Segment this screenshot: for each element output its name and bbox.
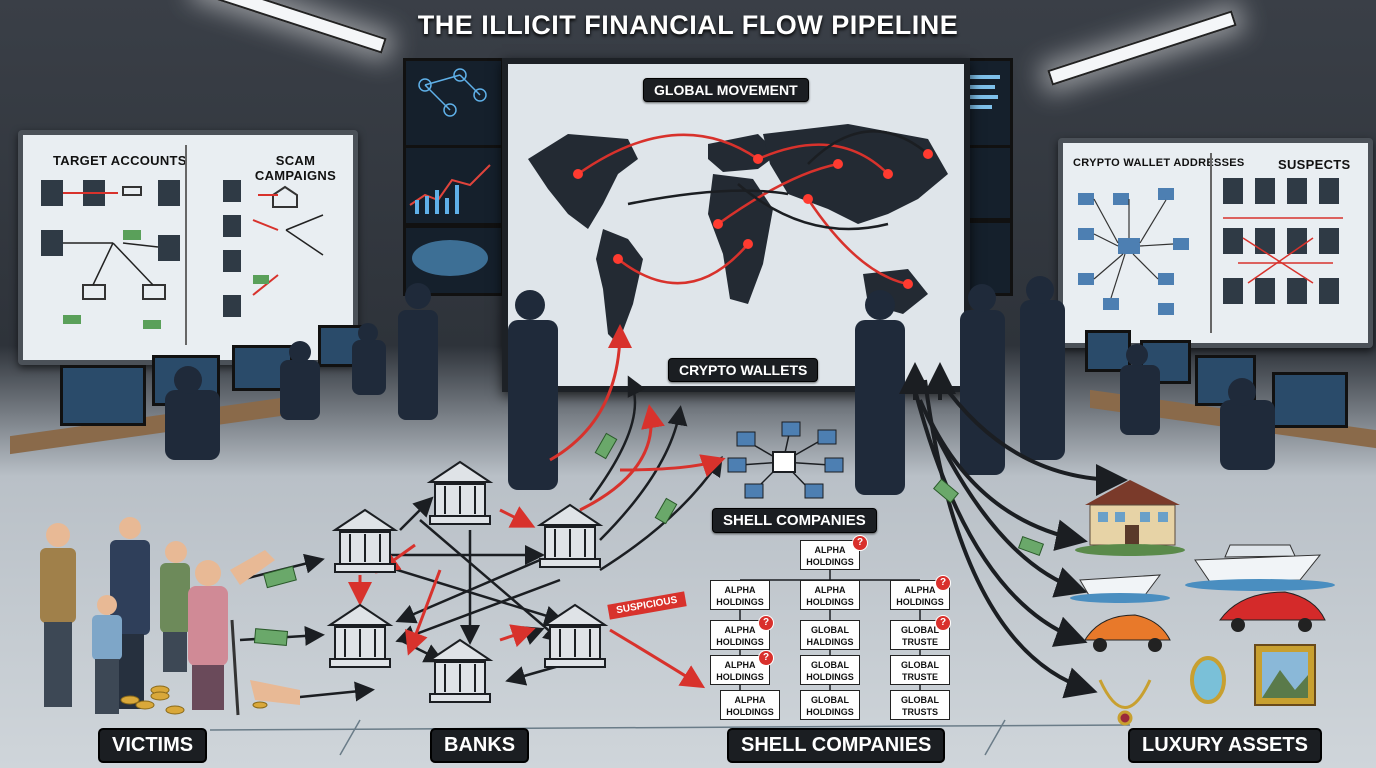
org-box-label: GLOBAL HOLDINGS: [806, 695, 854, 717]
scam-campaigns-heading: SCAM CAMPAIGNS: [254, 153, 337, 183]
right-side-monitor-1: [962, 58, 1013, 149]
global-movement-label: GLOBAL MOVEMENT: [643, 78, 809, 102]
org-box-label: GLOBAL HALDINGS: [806, 625, 854, 647]
question-icon: ?: [935, 615, 951, 631]
org-box: ALPHA HOLDINGS: [710, 580, 770, 610]
sports-car-icon-red: [1219, 591, 1326, 632]
speedboat-icon: [1070, 574, 1170, 603]
stage-shell-companies-label: SHELL COMPANIES: [727, 728, 946, 763]
org-box-top: ALPHA HOLDINGS: [800, 540, 860, 570]
mansion-icon: [1075, 480, 1185, 556]
org-box-label: ALPHA HOLDINGS: [716, 585, 764, 607]
org-box: GLOBAL HOLDINGS: [800, 655, 860, 685]
org-box: GLOBAL TRUSTE: [890, 655, 950, 685]
question-icon: ?: [852, 535, 868, 551]
org-box-label: ALPHA HOLDINGS: [716, 660, 764, 682]
question-icon: ?: [935, 575, 951, 591]
necklace-icon: [1098, 679, 1152, 726]
shell-company-org-chart: ALPHA HOLDINGS ? ALPHA HOLDINGS ALPHA HO…: [700, 535, 960, 720]
org-box-label: GLOBAL TRUSTE: [901, 660, 939, 682]
left-board-network: [41, 145, 324, 345]
desk-monitor-5: [1272, 372, 1348, 428]
page-title: THE ILLICIT FINANCIAL FLOW PIPELINE: [417, 10, 959, 40]
org-box: ALPHA HOLDINGS: [800, 580, 860, 610]
right-whiteboard: CRYPTO WALLET ADDRESSES SUSPECTS: [1058, 138, 1373, 348]
org-box: ALPHA HOLDINGS: [710, 655, 770, 685]
crypto-wallet-addresses-heading: CRYPTO WALLET ADDRESSES: [1073, 157, 1245, 169]
org-box-label: ALPHA HOLDINGS: [806, 585, 854, 607]
world-map: [528, 124, 948, 344]
stage-banks-label: BANKS: [430, 728, 530, 763]
yacht-icon: [1185, 544, 1335, 591]
shell-companies-mid-label: SHELL COMPANIES: [712, 508, 877, 533]
right-board-network: [1078, 153, 1343, 333]
question-icon: ?: [758, 650, 774, 666]
org-box: GLOBAL TRUSTS: [890, 690, 950, 720]
target-accounts-heading: TARGET ACCOUNTS: [53, 153, 187, 168]
crypto-wallets-label: CRYPTO WALLETS: [668, 358, 819, 382]
mirror-icon: [1190, 656, 1226, 704]
org-box: GLOBAL HALDINGS: [800, 620, 860, 650]
org-box-label: ALPHA HOLDINGS: [726, 695, 774, 717]
org-box: ALPHA HOLDINGS: [890, 580, 950, 610]
desk-monitor-1: [60, 365, 146, 426]
org-box-label: ALPHA HOLDINGS: [716, 625, 764, 647]
org-box-label: ALPHA HOLDINGS: [806, 545, 854, 567]
org-box: GLOBAL TRUSTE: [890, 620, 950, 650]
org-box-label: ALPHA HOLDINGS: [896, 585, 944, 607]
question-icon: ?: [758, 615, 774, 631]
stage-luxury-assets-label: LUXURY ASSETS: [1128, 728, 1322, 763]
sports-car-icon-orange: [1084, 614, 1171, 652]
org-box-label: GLOBAL TRUSTE: [901, 625, 939, 647]
left-whiteboard: TARGET ACCOUNTS SCAM CAMPAIGNS: [18, 130, 358, 365]
org-box: GLOBAL HOLDINGS: [800, 690, 860, 720]
org-box-label: GLOBAL HOLDINGS: [806, 660, 854, 682]
suspects-heading: SUSPECTS: [1278, 157, 1351, 172]
painting-icon: [1254, 644, 1316, 706]
org-box-label: GLOBAL TRUSTS: [901, 695, 939, 717]
org-box: ALPHA HOLDINGS: [720, 690, 780, 720]
stage-victims-label: VICTIMS: [98, 728, 208, 763]
